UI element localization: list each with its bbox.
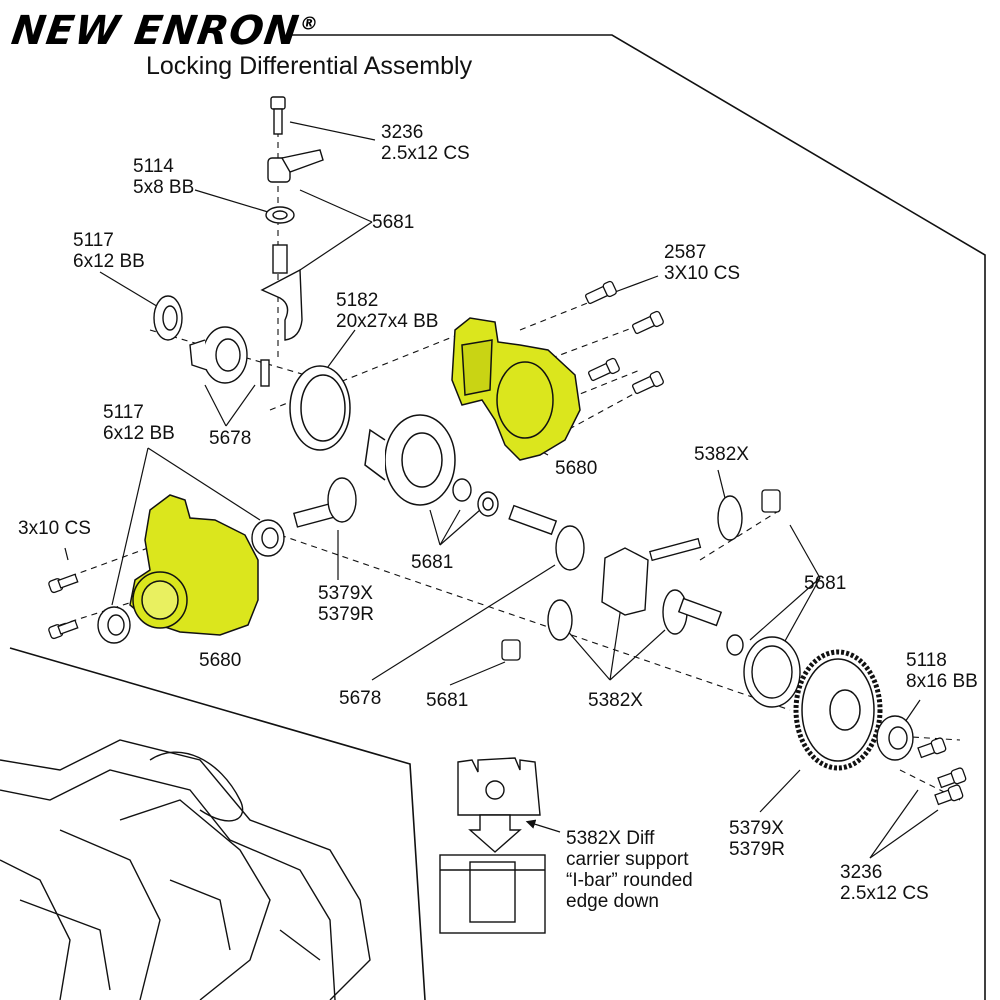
- label-5681-mid: 5681: [411, 552, 454, 573]
- label-5678-bottom: 5678: [339, 688, 382, 709]
- housing-5680-left-part: [129, 494, 259, 636]
- bearing-5118-part: [876, 715, 914, 761]
- label-5680-right: 5680: [555, 458, 598, 479]
- label-5117-top: 5117 6x12 BB: [73, 230, 145, 272]
- spider-gears-5382x-part: [547, 495, 743, 641]
- frame-outline: [9, 34, 986, 1000]
- ring-5681-part: [726, 634, 801, 708]
- bearing-5114-part: [265, 206, 295, 224]
- bearing-5117-top-part: [153, 295, 183, 341]
- screw-3236-part: [270, 96, 286, 135]
- right-shaft-part: [677, 597, 723, 627]
- locker-collar-part: [189, 326, 248, 384]
- brand-name: NEW ENRON: [8, 8, 303, 54]
- label-5182: 5182 20x27x4 BB: [336, 290, 439, 332]
- brand-logo: NEW ENRON®: [9, 8, 321, 54]
- housing-5680-right-part: [451, 317, 581, 461]
- lock-lever-part: [267, 149, 324, 183]
- cross-pin-part: [649, 537, 702, 562]
- inset-note: 5382X Diff carrier support “I-bar” round…: [566, 828, 693, 912]
- label-3236-top: 3236 2.5x12 CS: [381, 122, 470, 164]
- label-3236-bottom: 3236 2.5x12 CS: [840, 862, 929, 904]
- bearing-5117-left-part: [97, 519, 285, 644]
- inset-leader: [525, 819, 561, 833]
- chassis-drawing: [0, 739, 371, 1000]
- label-5681-right: 5681: [804, 573, 847, 594]
- label-5680-left: 5680: [199, 650, 242, 671]
- label-5114: 5114 5x8 BB: [133, 156, 195, 198]
- label-5681-bottom: 5681: [426, 690, 469, 711]
- label-5117-left: 5117 6x12 BB: [103, 402, 175, 444]
- label-2587: 2587 3X10 CS: [664, 242, 741, 284]
- label-5382x-bottom: 5382X: [588, 690, 643, 711]
- pinion-5379-part: [293, 477, 357, 528]
- leader-lines: [64, 121, 939, 859]
- output-shaft-part: [508, 504, 585, 571]
- diff-carrier-part: [364, 414, 456, 506]
- screw-2587-parts: [585, 280, 664, 395]
- label-5678-left: 5678: [209, 428, 252, 449]
- label-5379-spur: 5379X 5379R: [729, 818, 785, 860]
- label-5382x-top: 5382X: [694, 444, 749, 465]
- label-3x10: 3x10 CS: [18, 518, 91, 539]
- diagram-title: Locking Differential Assembly: [146, 52, 473, 80]
- washers-5681-mid-part: [452, 478, 499, 517]
- label-5379-pinion: 5379X 5379R: [318, 583, 374, 625]
- ibar-support-part: [601, 547, 649, 616]
- bearing-5182-part: [289, 365, 351, 451]
- screw-3x10-parts: [48, 573, 79, 640]
- label-5681-top: 5681: [372, 212, 415, 233]
- plates-5681-part: [501, 489, 781, 661]
- spur-gear-5379-part: [793, 649, 883, 771]
- registered-mark: ®: [298, 13, 321, 35]
- inset-ibar-drawing: [439, 757, 546, 934]
- screw-3236-bottom-parts: [917, 737, 967, 806]
- label-5118: 5118 8x16 BB: [906, 650, 978, 692]
- shift-fork-part: [260, 244, 303, 341]
- pin-5678-part: [260, 359, 270, 387]
